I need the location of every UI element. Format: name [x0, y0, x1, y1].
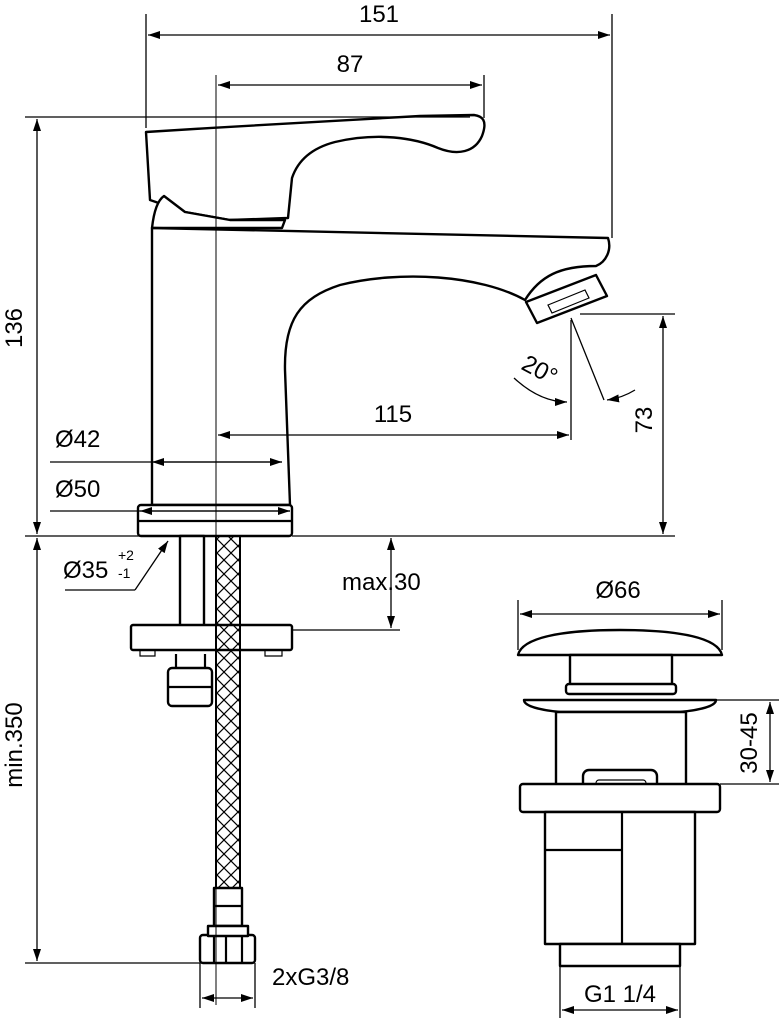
dim-base-diameter-42: Ø42: [55, 426, 100, 453]
aerator: [524, 273, 609, 325]
waste-lower-hex: [543, 810, 697, 946]
braided-hose: [215, 535, 241, 909]
waste-thread: [558, 942, 682, 968]
dim-hose-length: min.350: [1, 702, 28, 787]
dim-hole-tolerance-plus: +2: [118, 547, 134, 563]
waste-flange: [522, 698, 718, 714]
dim-spout-reach: 115: [374, 401, 412, 428]
dim-waste-range: 30-45: [736, 712, 763, 773]
dim-max-thickness: max.30: [342, 569, 421, 596]
dim-hole-tolerance-minus: -1: [118, 565, 131, 581]
cartridge-cap: [150, 194, 287, 230]
dim-base-diameter-50: Ø50: [55, 476, 100, 503]
dim-overall-width: 151: [359, 1, 399, 28]
dim-spout-height: 73: [631, 407, 658, 434]
mounting-stud: [178, 534, 206, 635]
dim-waste-diameter: Ø66: [595, 577, 640, 604]
pop-up-waste: [516, 628, 724, 968]
waste-nut: [518, 782, 722, 814]
hose-connector-nut: [198, 933, 257, 965]
dim-overall-height: 136: [1, 308, 28, 348]
dim-waste-thread: G1 1/4: [584, 981, 656, 1008]
lever-handle: [144, 113, 486, 222]
dim-spout-angle: 20°: [517, 350, 562, 391]
dim-lever-width: 87: [337, 51, 364, 78]
faucet: [129, 113, 611, 965]
fixing-washer: [129, 623, 294, 652]
dim-hole-diameter: Ø35: [63, 557, 108, 584]
waste-cap: [516, 628, 724, 657]
waste-dimensions: Ø66 30-45 G1 1/4: [517, 577, 779, 1018]
dim-hose-thread: 2xG3/8: [272, 964, 349, 991]
